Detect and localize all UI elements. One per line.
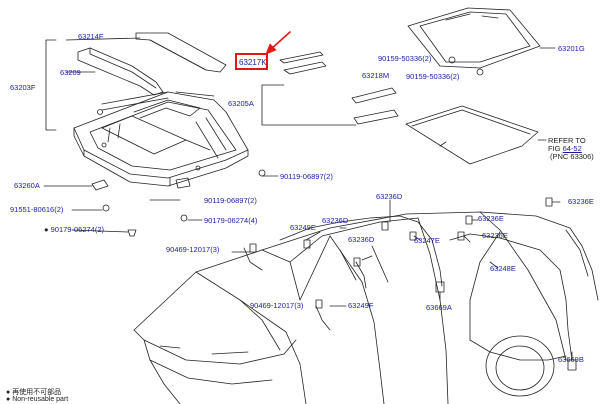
- highlight-63217K: 63217K: [235, 53, 268, 70]
- label-63203F: 63203F: [10, 83, 36, 92]
- label-63249E: 63249E: [290, 223, 316, 232]
- bracket-63203F: [45, 39, 57, 131]
- label-63669A: 63669A: [426, 303, 452, 312]
- label-63236D-3: 63236D: [348, 235, 375, 244]
- label-63205A: 63205A: [228, 99, 254, 108]
- rail-63214F: [135, 32, 227, 73]
- label-63260A: 63260A: [14, 181, 40, 190]
- motor-63260A: [91, 179, 109, 191]
- label-63236D-2: 63236D: [322, 216, 349, 225]
- label-63669B: 63669B: [558, 355, 584, 364]
- hose-rear: [449, 233, 573, 361]
- label-63247E: 63247E: [414, 236, 440, 245]
- label-63249F: 63249F: [348, 301, 374, 310]
- label-63214F: 63214F: [78, 32, 104, 41]
- label-90469-12017-a: 90469-12017(3): [166, 245, 220, 254]
- label-63236E-2: 63236E: [478, 214, 504, 223]
- label-90179-06274-a: 90179-06274(4): [204, 216, 258, 225]
- label-91551-80616: 91551-80616(2): [10, 205, 64, 214]
- frame-63209: [77, 47, 164, 96]
- vehicle-body: [133, 211, 599, 404]
- label-63218M: 63218M: [362, 71, 390, 80]
- legend-non-reusable-jp: ● 再使用不可部品: [6, 389, 62, 396]
- hose-90469a: [243, 247, 263, 271]
- label-refer-pnc: (PNC 63306): [550, 152, 594, 161]
- hose-front: [279, 215, 443, 287]
- bracket-63205A: [261, 84, 357, 126]
- label-63248E: 63248E: [490, 264, 516, 273]
- label-refer-to: REFER TO: [548, 136, 586, 145]
- label-90119-06897-b: 90119-06897(2): [204, 196, 257, 205]
- label-63201G: 63201G: [558, 44, 585, 53]
- label-90159-50336-a: 90159-50336(2): [378, 54, 432, 63]
- strip-63217K: [279, 51, 324, 64]
- sunshade: [405, 105, 539, 165]
- label-refer-fig: FIG 64-52: [548, 144, 582, 153]
- legend-non-reusable-en: ● Non-reusable part: [6, 396, 69, 403]
- label-90179-06274-b: ● 90179-06274(2): [44, 225, 105, 234]
- label-90159-50336-b: 90159-50336(2): [406, 72, 460, 81]
- label-90469-12017-b: 90469-12017(3): [250, 301, 304, 310]
- label-63209: 63209: [60, 68, 81, 77]
- label-63236D-1: 63236D: [376, 192, 403, 201]
- label-90119-06897-a: 90119-06897(2): [280, 172, 333, 181]
- glass-63201G: [407, 7, 541, 69]
- link-fig-64-52[interactable]: 64-52: [562, 144, 582, 153]
- label-63236E-1: 63236E: [568, 197, 594, 206]
- label-63217K: 63217K: [239, 58, 267, 67]
- sunroof-housing: [73, 91, 249, 179]
- label-63236E-3: 63236E: [482, 231, 508, 240]
- strip-63218M: [351, 87, 397, 104]
